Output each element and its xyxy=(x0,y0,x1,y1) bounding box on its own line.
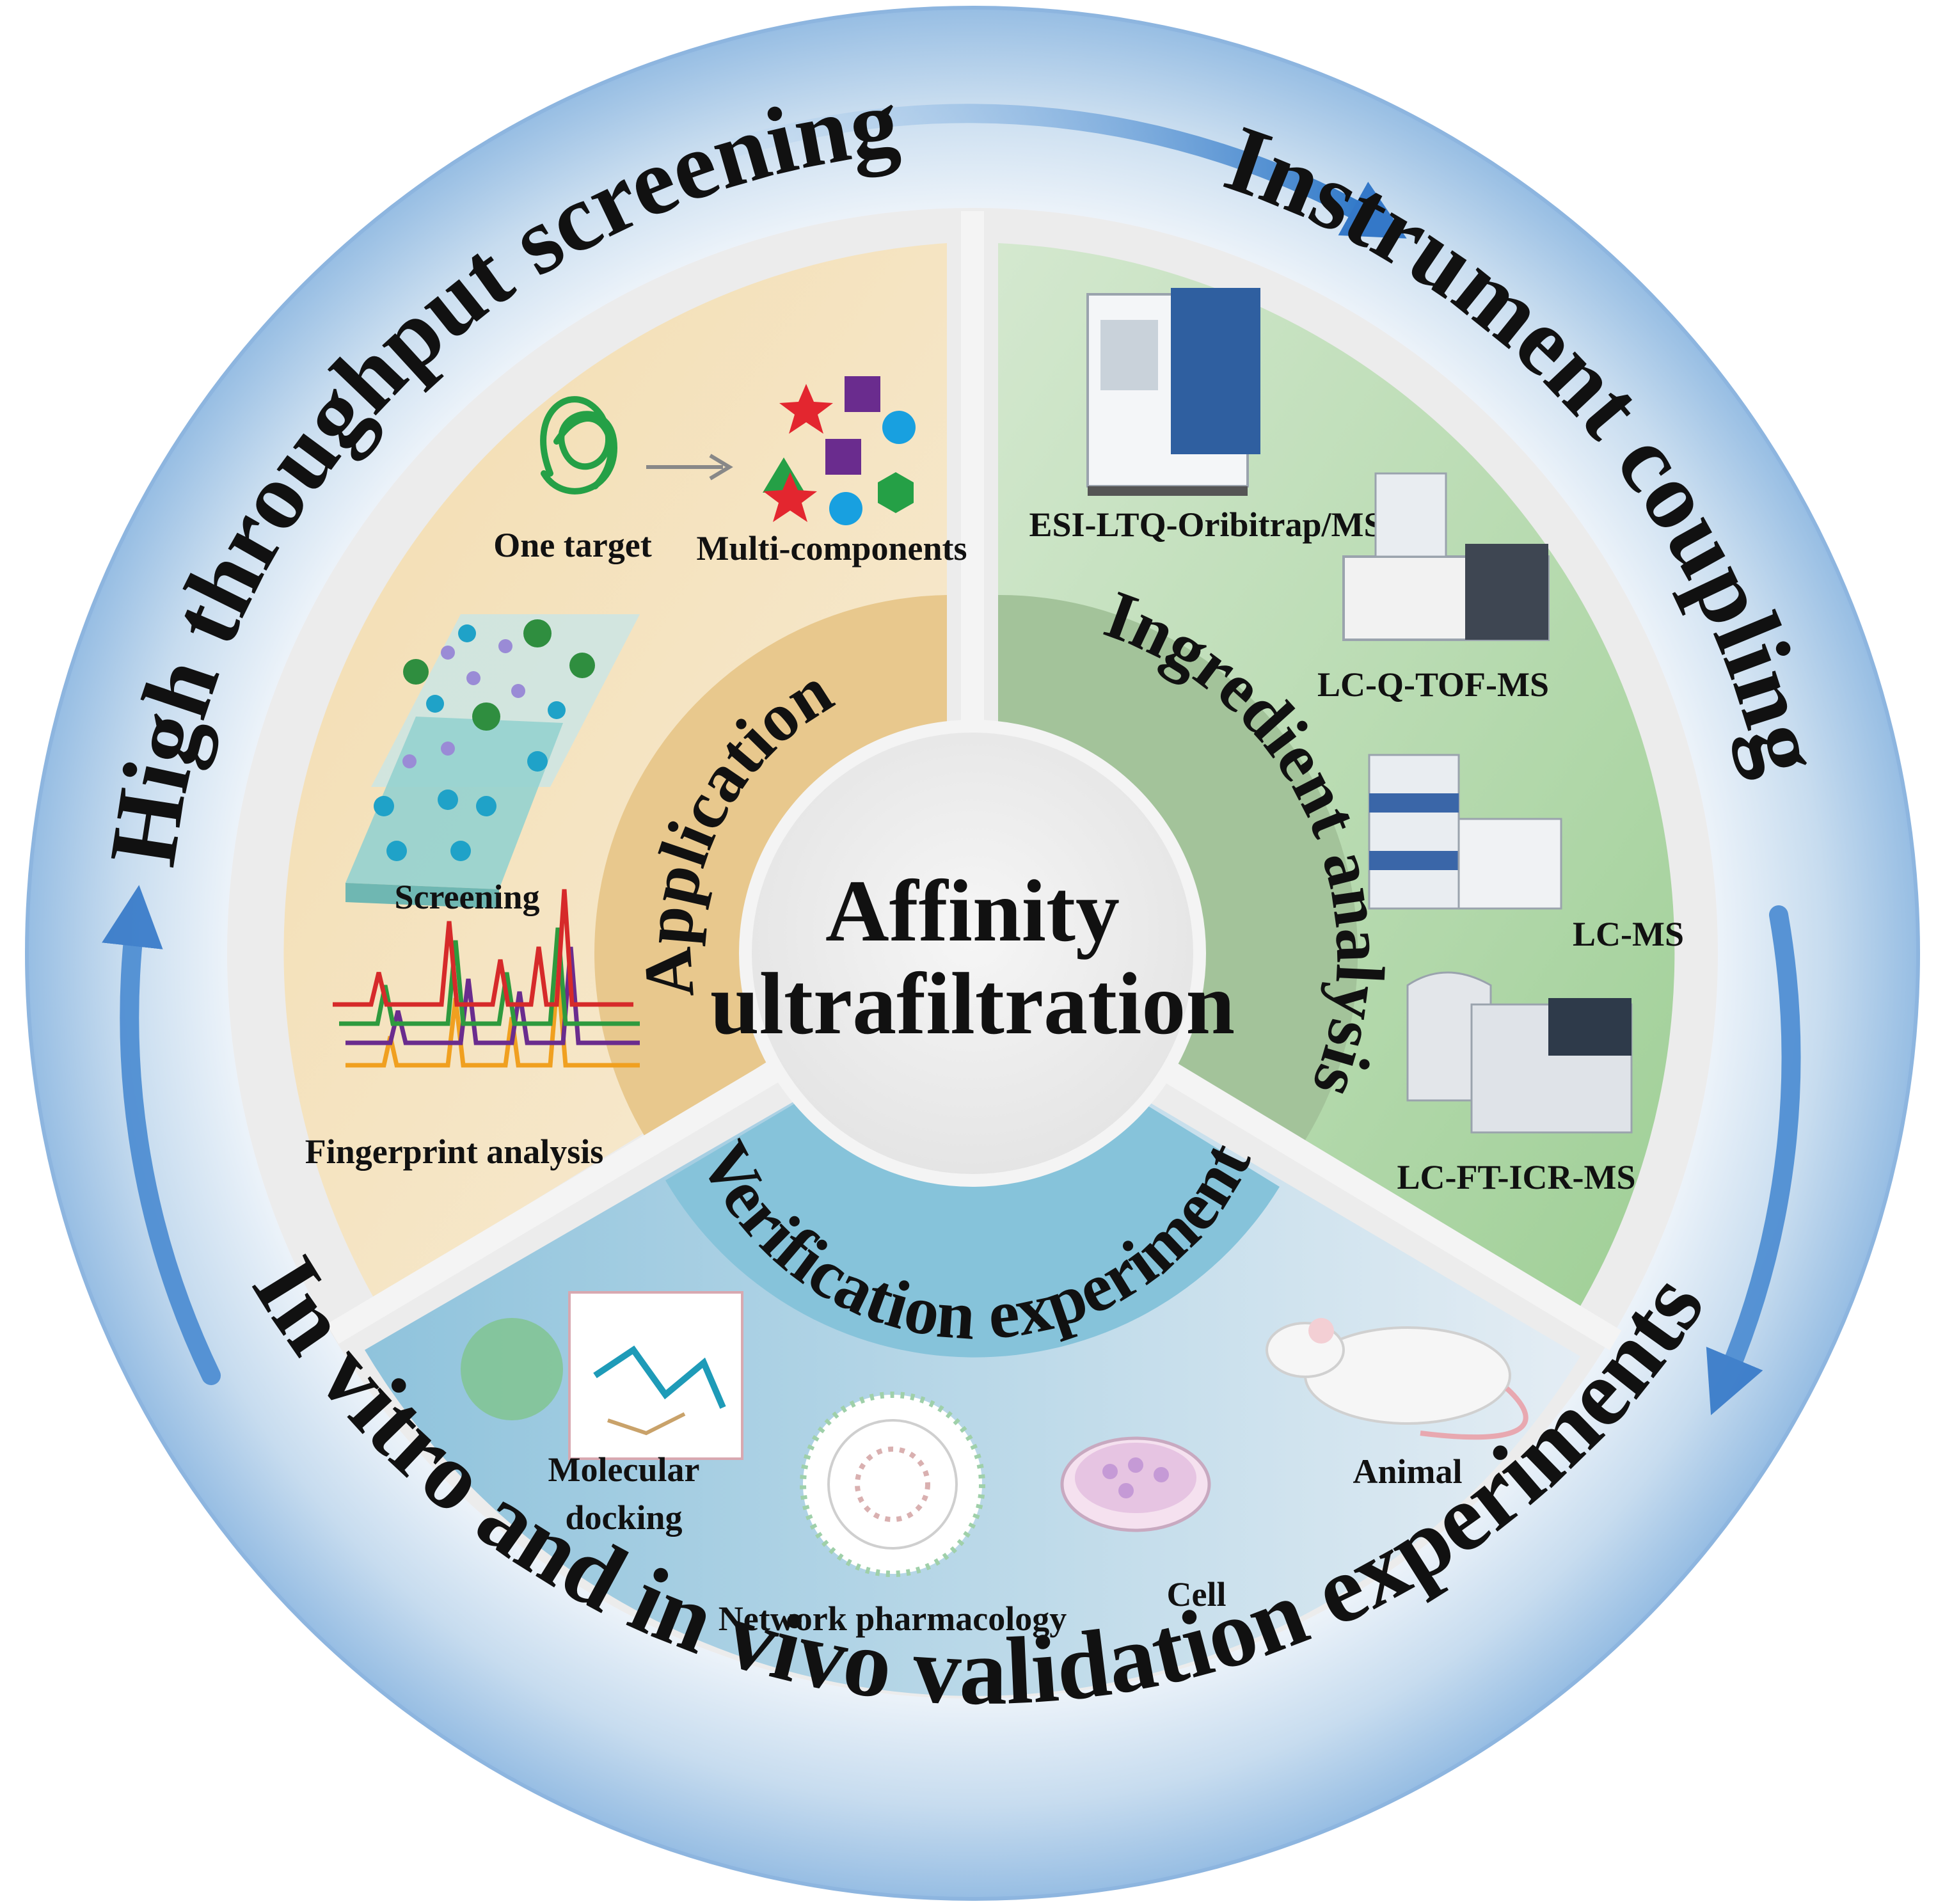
orbitrap-instrument-icon xyxy=(1086,288,1260,496)
animal-rat-icon xyxy=(1266,1318,1528,1440)
arrow-left xyxy=(102,885,221,1385)
center-title-line1: Affinity xyxy=(825,862,1120,960)
label-esi-ltq-orbitrap: ESI-LTQ-Oribitrap/MS xyxy=(1029,505,1383,544)
arrow-icon xyxy=(646,454,733,480)
label-fingerprint-analysis: Fingerprint analysis xyxy=(305,1132,604,1171)
network-pharmacology-icon xyxy=(800,1392,985,1577)
fingerprint-chromatogram xyxy=(333,889,640,1068)
label-cell: Cell xyxy=(1167,1575,1227,1614)
label-lc-ft-icr-ms: LC-FT-ICR-MS xyxy=(1397,1158,1635,1196)
lc-ft-icr-instrument-icon xyxy=(1406,971,1633,1134)
label-molecular-docking-line2: docking xyxy=(565,1498,682,1537)
label-lc-ms: LC-MS xyxy=(1573,915,1684,953)
label-multi-components: Multi-components xyxy=(697,529,967,567)
screening-illustration xyxy=(345,614,640,908)
label-screening: Screening xyxy=(395,878,540,916)
center-title-line2: ultrafiltration xyxy=(710,955,1235,1052)
arrow-right xyxy=(1706,905,1801,1416)
lc-ms-instrument-icon xyxy=(1368,754,1562,910)
arrow-top xyxy=(726,104,1407,239)
center-circle xyxy=(752,733,1193,1174)
label-lc-q-tof-ms: LC-Q-TOF-MS xyxy=(1317,665,1549,704)
label-molecular-docking-line1: Molecular xyxy=(548,1450,700,1489)
outer-ring-border xyxy=(25,6,1920,1901)
label-animal: Animal xyxy=(1353,1452,1462,1491)
target-protein-icon xyxy=(540,396,618,495)
label-network-pharmacology: Network pharmacology xyxy=(718,1599,1067,1638)
multi-components-icon xyxy=(763,376,916,525)
cell-dish-icon xyxy=(1060,1436,1211,1532)
lc-q-tof-instrument-icon xyxy=(1342,472,1550,641)
label-one-target: One target xyxy=(493,526,651,564)
molecular-docking-icon xyxy=(461,1291,743,1460)
